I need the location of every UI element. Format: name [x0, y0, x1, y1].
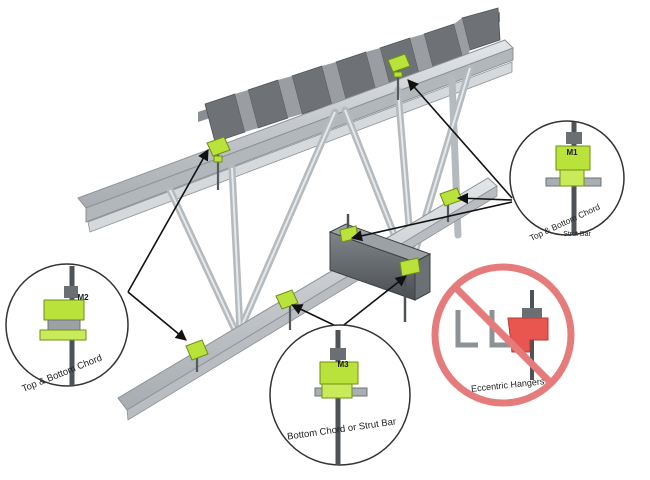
leader-arrows: [127, 79, 513, 341]
callout-left: M2 Top & Bottom Chord: [5, 263, 129, 395]
arrow-m3-to-strut-clip: [339, 275, 407, 329]
arrow-m2-to-bottom-clip: [127, 291, 187, 341]
callout-bottom-center: M3 Bottom Chord or Strut Bar: [269, 324, 411, 466]
clip-tag-m3: M3: [337, 360, 349, 369]
hanger-clip: [185, 339, 209, 361]
hanger-clip: [275, 289, 299, 310]
arrow-m1-to-bottom-clip: [456, 192, 513, 204]
clip-tag-m2: M2: [77, 293, 89, 302]
clip-tag-m1: M1: [566, 148, 578, 157]
callout-sub-caption: Strut Bar: [563, 231, 591, 238]
arrow-m1-to-strut: [350, 201, 513, 242]
arrow-m3-to-bottom-clip: [290, 304, 341, 329]
hanger-clip: [399, 257, 421, 277]
prohibited-slash: [452, 284, 554, 386]
steel-joist: [77, 7, 514, 421]
hanger-clip: [387, 53, 411, 78]
hanger-clip: [206, 136, 231, 163]
arrow-m2-to-top-clip: [127, 149, 209, 293]
callout-top-right: M1 Top & Bottom Chord Strut Bar: [509, 120, 625, 243]
hanger-clips: [185, 53, 463, 361]
arrow-m1-to-top-clip: [407, 79, 513, 199]
callout-prohibited: Eccentric Hangers: [431, 263, 575, 407]
metal-deck: [198, 7, 501, 143]
